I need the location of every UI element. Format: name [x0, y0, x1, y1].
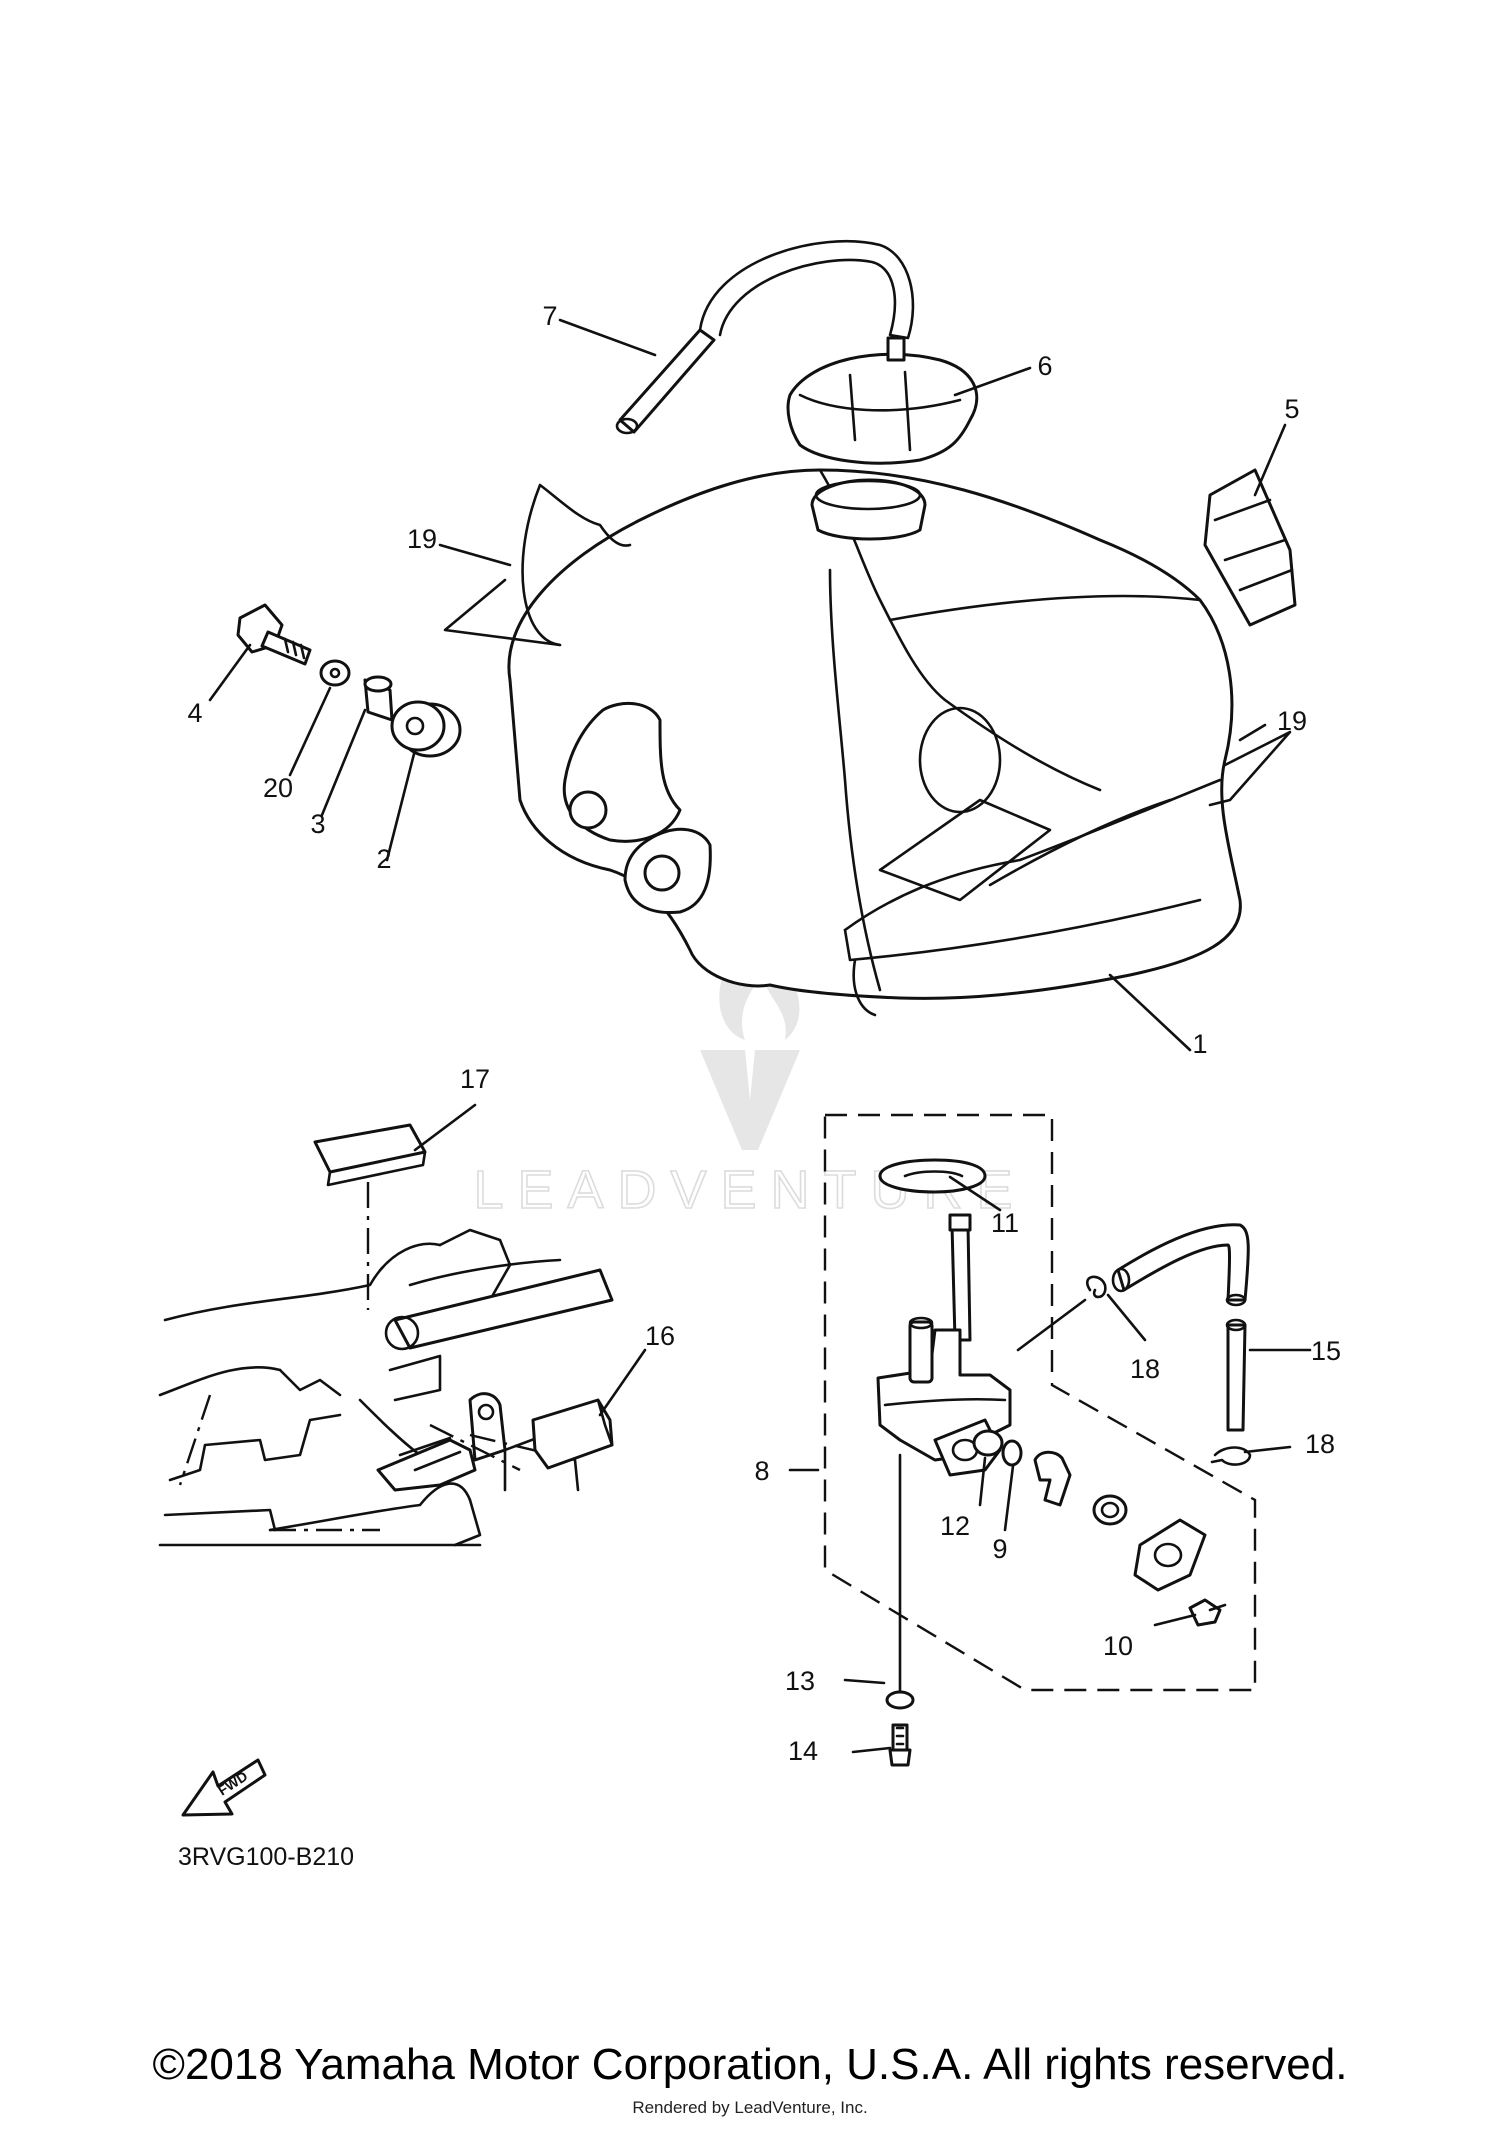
part-label-16: 16 [645, 1321, 675, 1351]
fuel-tank-drawing [443, 468, 1292, 1017]
breather-hose-drawing [615, 239, 915, 435]
part-label-5: 5 [1284, 394, 1299, 424]
part-label-9: 9 [992, 1534, 1007, 1564]
part-label-8: 8 [754, 1456, 769, 1486]
part-label-17: 17 [460, 1064, 490, 1094]
fuel-cap-drawing [786, 336, 979, 465]
forward-arrow-icon: FWD [181, 1758, 267, 1817]
part-label-14: 14 [788, 1736, 818, 1766]
part-label-12: 12 [940, 1511, 970, 1541]
part-label-2: 2 [376, 844, 391, 874]
part-label-1: 1 [1192, 1029, 1207, 1059]
damper-plate-drawing [1203, 468, 1297, 627]
part-label-18a: 18 [1130, 1354, 1160, 1384]
part-label-19a: 19 [407, 524, 437, 554]
part-label-3: 3 [310, 809, 325, 839]
leader-lines [208, 318, 1312, 1754]
part-label-7: 7 [542, 301, 557, 331]
part-label-10: 10 [1103, 1631, 1133, 1661]
copyright-notice: ©2018 Yamaha Motor Corporation, U.S.A. A… [152, 2040, 1348, 2089]
part-callouts: 1 2 3 4 5 6 7 8 9 10 11 12 13 14 15 16 1… [187, 301, 1341, 1766]
part-label-6: 6 [1037, 351, 1052, 381]
part-label-18b: 18 [1305, 1429, 1335, 1459]
fuel-hose-drawing [1086, 1223, 1252, 1466]
fuel-cock-assembly-drawing [823, 1113, 1257, 1767]
frame-mount-drawing [158, 1123, 614, 1547]
part-label-4: 4 [187, 698, 202, 728]
part-label-20: 20 [263, 773, 293, 803]
mount-hardware-drawing [236, 603, 462, 758]
part-label-19b: 19 [1277, 706, 1307, 736]
rendered-by-notice: Rendered by LeadVenture, Inc. [632, 2098, 868, 2117]
part-label-13: 13 [785, 1666, 815, 1696]
diagram-reference-code: 3RVG100-B210 [178, 1843, 354, 1871]
part-label-11: 11 [991, 1208, 1019, 1238]
part-label-15: 15 [1311, 1336, 1341, 1366]
